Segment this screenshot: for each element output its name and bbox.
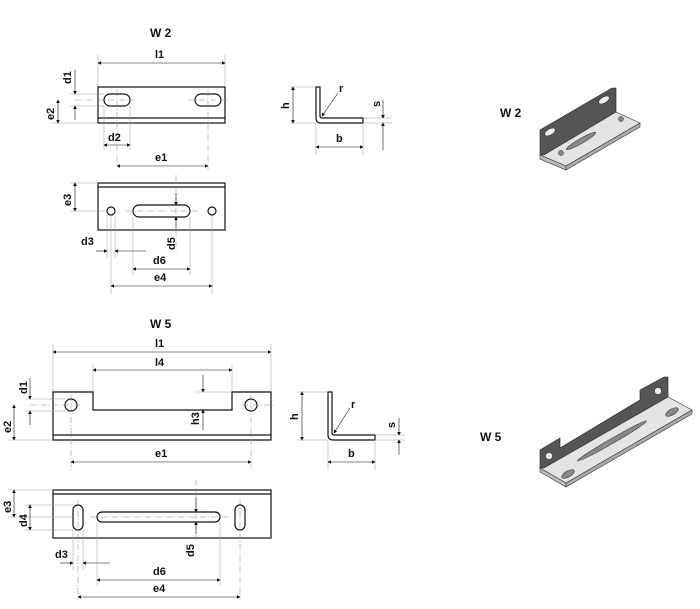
w5-title: W 5 <box>150 317 172 331</box>
w2-label-s: s <box>371 101 383 107</box>
w2-label-e4: e4 <box>154 272 167 284</box>
w5-label-d3: d3 <box>55 549 68 561</box>
w2-label-r: r <box>339 83 344 95</box>
w2-label-e2: e2 <box>45 108 57 120</box>
w5-label-h3: h3 <box>190 412 202 425</box>
w2-isometric-view: W 2 <box>500 87 641 171</box>
w2-label-d3: d3 <box>81 236 94 248</box>
w2-front-view <box>75 86 228 170</box>
w2-label-e3: e3 <box>62 194 74 206</box>
w2-bottom-view <box>97 175 226 250</box>
w5-label-e2: e2 <box>2 421 14 433</box>
w2-label-b: b <box>336 133 343 145</box>
w5-drawing: W 5 l1 l4 d1 e2 h3 e1 <box>2 317 405 600</box>
w5-label-r: r <box>351 399 356 411</box>
w5-bottom-view <box>52 480 272 600</box>
w5-label-d4: d4 <box>18 513 30 527</box>
w5-label-e3: e3 <box>2 501 14 513</box>
w2-label-d1: d1 <box>62 71 74 84</box>
w5-label-d6: d6 <box>153 566 166 578</box>
w5-label-e4: e4 <box>153 583 166 595</box>
w5-front-view <box>30 391 275 470</box>
w2-label-l1: l1 <box>155 49 164 61</box>
w2-label-e1: e1 <box>155 152 167 164</box>
w2-label-d6: d6 <box>153 255 166 267</box>
w2-title: W 2 <box>150 26 172 40</box>
w5-label-h: h <box>289 413 301 420</box>
w5-label-b: b <box>348 448 355 460</box>
w2-drawing: W 2 l1 d1 e2 d2 e1 <box>45 26 392 295</box>
w5-label-d5: d5 <box>185 544 197 557</box>
w5-iso-label: W 5 <box>480 430 502 444</box>
w2-label-d2: d2 <box>108 132 121 144</box>
w5-isometric-view: W 5 <box>480 376 693 488</box>
w5-label-s: s <box>386 422 398 428</box>
w2-label-h: h <box>280 102 292 109</box>
w5-label-l1: l1 <box>155 338 164 350</box>
w5-label-l4: l4 <box>155 357 165 369</box>
w2-label-d5: d5 <box>166 237 178 250</box>
w2-iso-label: W 2 <box>500 106 522 120</box>
w5-label-d1: d1 <box>18 381 30 394</box>
w5-label-e1: e1 <box>155 448 167 460</box>
